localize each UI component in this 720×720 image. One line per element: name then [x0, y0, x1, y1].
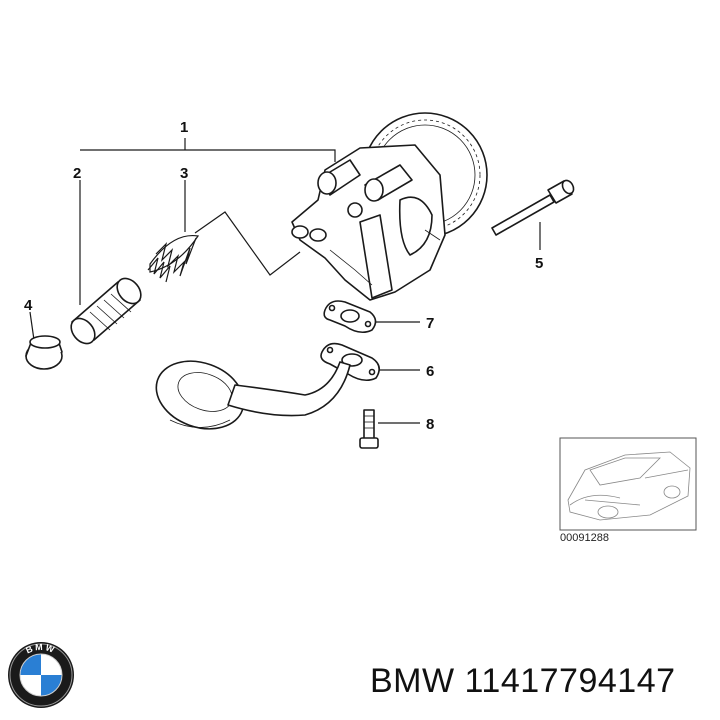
oil-pickup-tube	[155, 360, 351, 430]
plug-part-4	[25, 335, 63, 370]
spring-part-3	[147, 234, 200, 283]
thumbnail-code: 00091288	[560, 532, 609, 544]
gasket-part-7	[323, 300, 377, 334]
callout-5: 5	[535, 255, 543, 272]
oil-pump-part-1	[291, 112, 488, 301]
leader-lines	[29, 138, 541, 424]
callout-2: 2	[73, 165, 81, 182]
part-number-label: BMW 11417794147	[370, 662, 676, 700]
callout-6: 6	[426, 363, 434, 380]
piston-part-2	[70, 277, 142, 345]
bolt-part-5	[491, 179, 575, 236]
bmw-logo: BMW	[8, 642, 74, 708]
bolt-part-8	[359, 409, 379, 449]
callout-1: 1	[180, 119, 188, 136]
callout-4: 4	[24, 297, 33, 314]
gasket-part-6	[320, 342, 380, 382]
car-thumbnail: 00091288	[559, 437, 697, 544]
callout-3: 3	[180, 165, 188, 182]
svg-text:BMW: BMW	[24, 642, 57, 656]
callout-8: 8	[426, 416, 434, 433]
callout-7: 7	[426, 315, 434, 332]
